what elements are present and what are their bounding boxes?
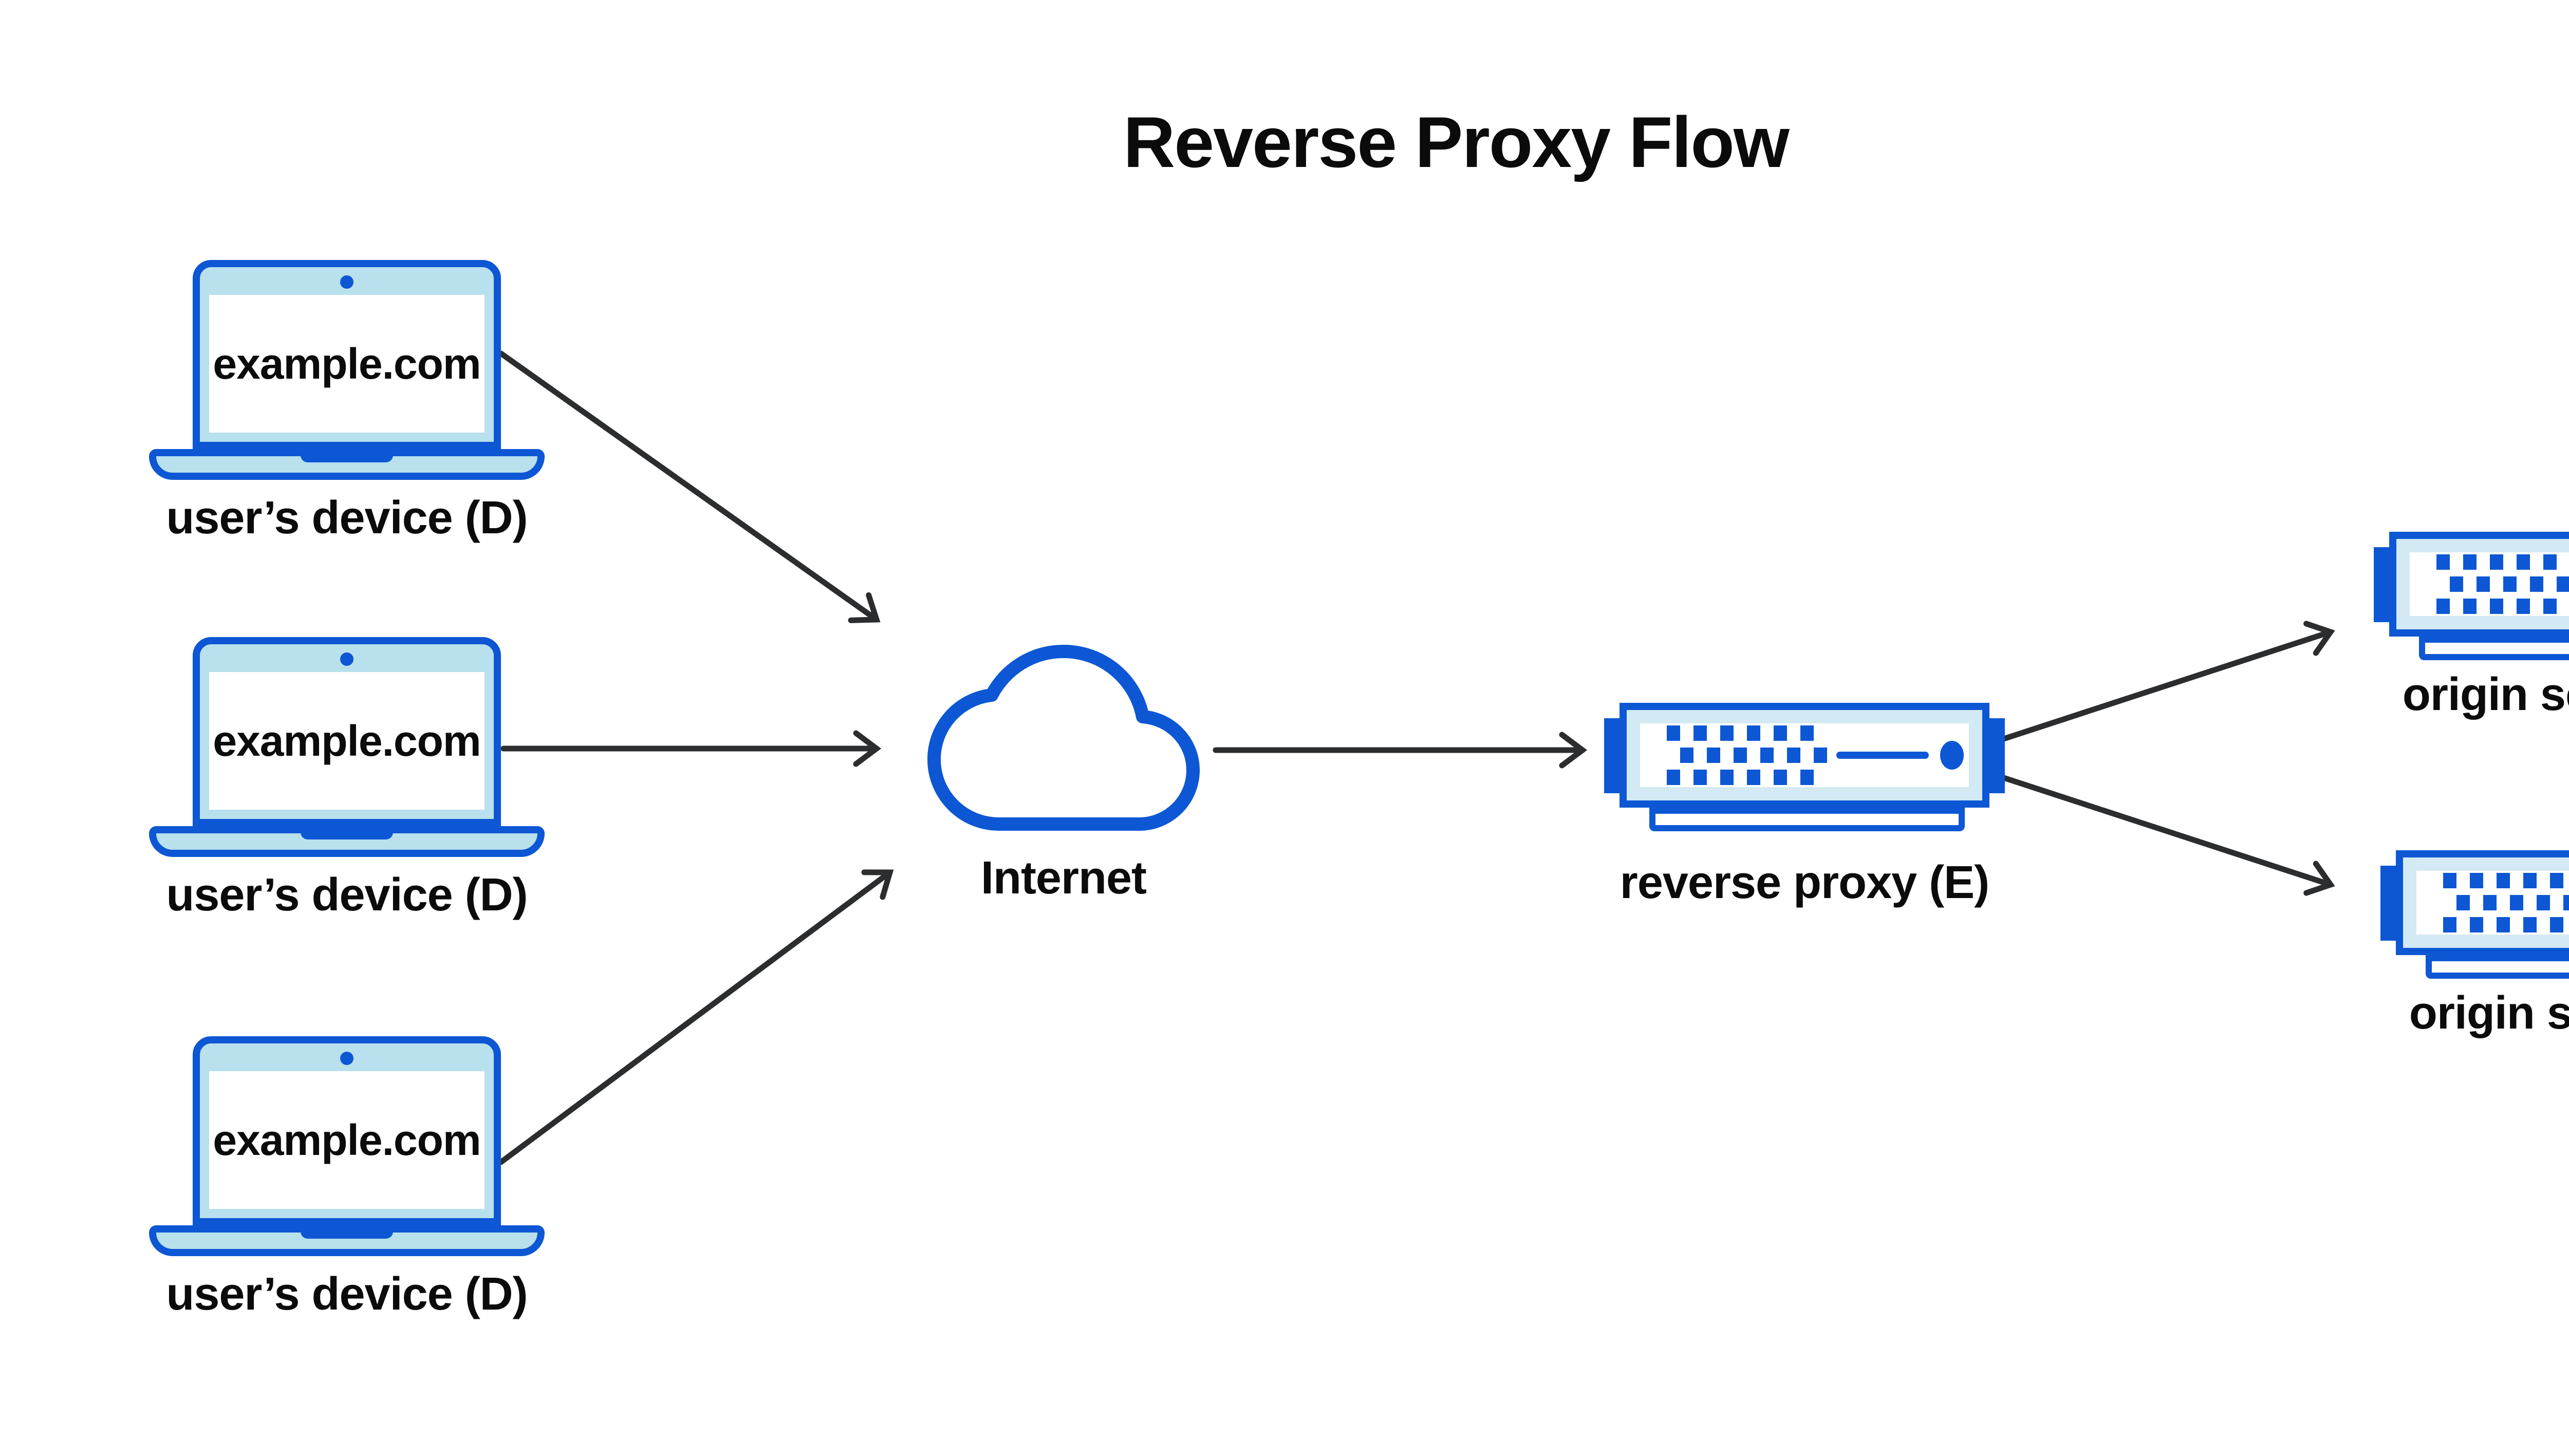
arrow-proxy-to-origin2 [1998,774,2335,896]
server-face [2416,871,2569,935]
server-base [2419,637,2569,660]
page-title: Reverse Proxy Flow [1123,102,1790,182]
server-base [2426,955,2569,979]
server-vents-icon [1667,725,1840,785]
laptop-screen: example.com [193,1036,501,1225]
laptop-screen: example.com [193,637,501,826]
server-face [1640,723,1969,787]
arrow-device1-to-internet [498,350,881,623]
origin-server-2-icon: origin server (F) [2380,850,2569,1071]
internet-label: Internet [980,852,1147,904]
reverse-proxy-icon: reverse proxy (E) [1604,703,2005,924]
arrow-device3-to-internet [498,869,894,1165]
server-face [2410,552,2569,616]
server-body [1619,703,1989,808]
device-label: user’s device (D) [166,1268,528,1320]
laptop-hinge-notch [301,1225,393,1239]
laptop-screen: example.com [193,260,501,449]
laptop-base [149,449,545,480]
reverse-proxy-label: reverse proxy (E) [1619,857,1989,908]
device-screen-text: example.com [213,339,481,388]
server-led-icon [1940,741,1964,770]
laptop-hinge-notch [301,826,393,839]
user-device-2: example.com user’s device (D) [149,637,545,935]
internet-cloud-icon [927,645,1200,831]
browser-viewport: example.com [209,295,485,433]
arrow-proxy-to-origin1 [1998,621,2335,743]
server-vents-icon [2443,873,2569,932]
browser-viewport: example.com [209,1071,485,1209]
camera-dot-icon [340,652,353,666]
camera-dot-icon [340,275,353,289]
origin-server-1-label: origin server (F) [2402,669,2569,720]
origin-server-1-icon: origin server (F) [2374,532,2569,753]
server-body [2396,850,2569,955]
user-device-3: example.com user’s device (D) [149,1036,545,1334]
device-screen-text: example.com [213,716,481,765]
server-vents-icon [2436,554,2569,614]
browser-viewport: example.com [209,672,485,810]
server-body [2389,532,2569,637]
device-label: user’s device (D) [166,869,528,921]
camera-dot-icon [340,1052,353,1065]
server-slot-icon [1836,752,1929,759]
laptop-hinge-notch [301,449,393,462]
device-label: user’s device (D) [166,492,528,544]
device-screen-text: example.com [213,1115,481,1164]
user-device-1: example.com user’s device (D) [149,260,545,558]
server-base [1649,808,1965,831]
origin-server-2-label: origin server (F) [2409,987,2569,1039]
